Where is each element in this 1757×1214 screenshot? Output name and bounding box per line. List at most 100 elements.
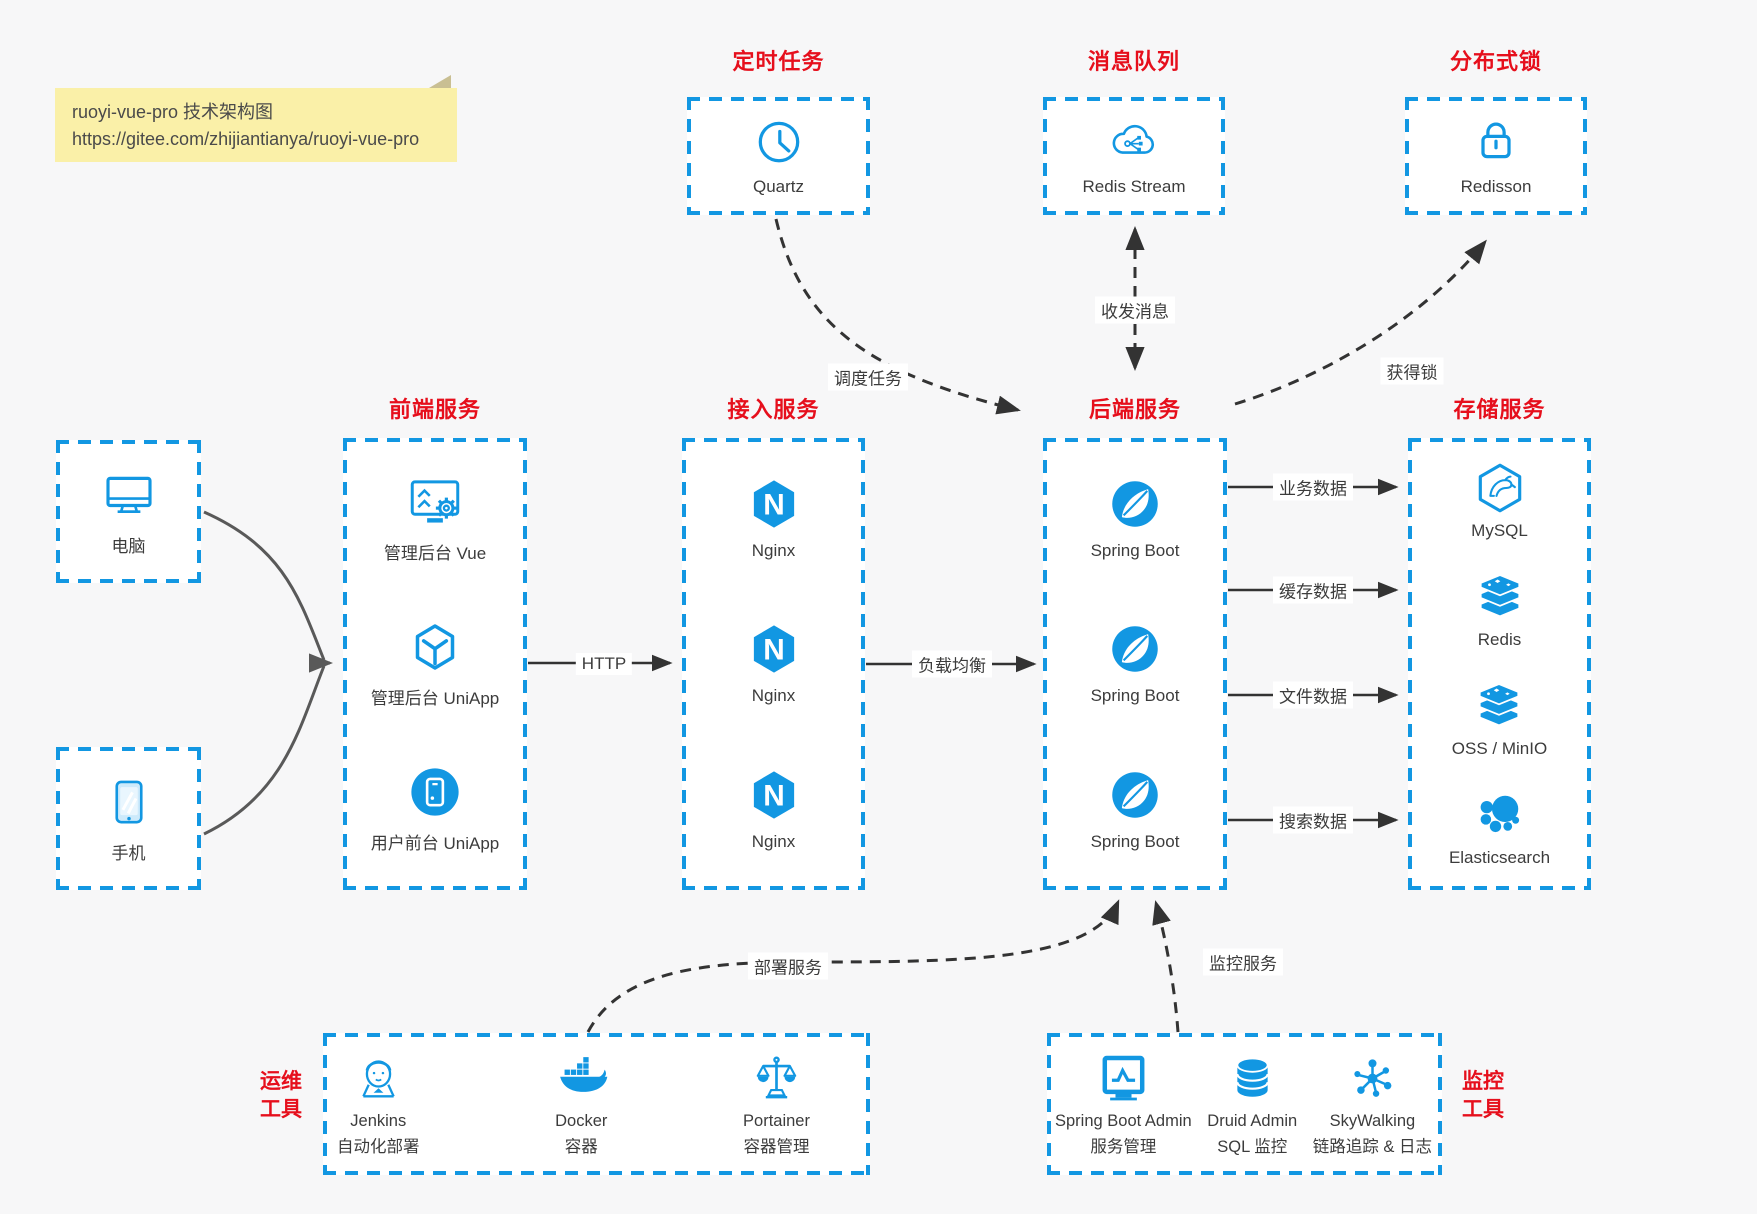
uniapp-cube-icon	[415, 624, 455, 670]
node-admin-vue: 管理后台 Vue	[384, 474, 486, 564]
admin-vue-icon	[410, 480, 460, 523]
node-label: Nginx	[751, 831, 796, 851]
edge-monitor-service	[1152, 900, 1180, 1033]
node-label: Quartz	[752, 176, 805, 196]
monitor-title-line1: 监控	[1462, 1070, 1504, 1093]
node-pc: 电脑	[101, 467, 157, 557]
group-box-backend: Spring Boot Spring Boot Spring Boot	[1043, 438, 1227, 890]
device-label: 手机	[111, 843, 146, 863]
svg-text:N: N	[763, 634, 785, 667]
edge-label-cache-data: 缓存数据	[1273, 576, 1353, 604]
node-label: Docker	[555, 1112, 608, 1131]
node-label: Portainer	[743, 1112, 810, 1131]
svg-text:N: N	[763, 489, 785, 522]
node-label: Jenkins	[350, 1112, 407, 1131]
node-label: Redis	[1477, 630, 1522, 649]
node-oss-minio: OSS / MinIO	[1452, 678, 1547, 759]
node-label: Spring Boot	[1090, 541, 1180, 561]
edge-label-schedule-job: 调度任务	[828, 363, 908, 391]
node-elasticsearch: Elasticsearch	[1449, 787, 1550, 868]
group-title-backend: 后端服务	[1088, 397, 1181, 422]
node-sublabel: 容器管理	[743, 1137, 810, 1156]
spring-boot-icon	[1112, 626, 1158, 673]
node-label: Nginx	[751, 686, 796, 706]
nginx-icon: N	[753, 771, 794, 819]
group-title-storage: 存储服务	[1453, 397, 1546, 422]
user-app-icon	[411, 768, 459, 816]
edge-label-send-receive-msg: 收发消息	[1095, 296, 1175, 324]
cloud-share-icon	[1112, 124, 1154, 154]
node-label: Nginx	[751, 541, 796, 561]
svg-text:N: N	[763, 779, 785, 812]
nginx-icon: N	[753, 480, 794, 528]
node-spring-boot-3: Spring Boot	[1090, 767, 1180, 852]
node-label: MySQL	[1471, 521, 1528, 540]
node-sublabel: SQL 监控	[1217, 1137, 1288, 1156]
jenkins-icon	[362, 1060, 395, 1098]
spring-boot-admin-icon	[1102, 1056, 1145, 1101]
group-box-monitor-tools: Spring Boot Admin 服务管理 Druid Admin SQL 监…	[1047, 1033, 1442, 1175]
node-label: Redisson	[1460, 176, 1532, 196]
elasticsearch-icon	[1481, 795, 1520, 833]
node-label: Redis Stream	[1082, 176, 1186, 196]
spring-boot-icon	[1112, 481, 1158, 527]
node-portainer: Portainer 容器管理	[743, 1050, 810, 1158]
node-spring-boot-2: Spring Boot	[1091, 621, 1179, 706]
lock-icon	[1481, 122, 1511, 158]
group-title-scheduled-task: 定时任务	[732, 49, 825, 74]
node-label: 管理后台 UniApp	[370, 688, 500, 708]
node-label: Druid Admin	[1207, 1112, 1298, 1131]
group-box-distributed-lock: Redisson	[1405, 97, 1587, 215]
node-skywalking: SkyWalking 链路追踪 & 日志	[1313, 1050, 1432, 1158]
group-title-message-queue: 消息队列	[1087, 49, 1180, 74]
ops-title-line1: 运维	[260, 1070, 302, 1093]
edge-label-monitor-service: 监控服务	[1203, 948, 1283, 976]
monitor-title-line2: 工具	[1462, 1098, 1504, 1122]
note-title: ruoyi-vue-pro 技术架构图	[72, 102, 274, 122]
edge-label-search-data: 搜索数据	[1273, 806, 1353, 834]
group-box-frontend: 管理后台 Vue 管理后台 UniApp 用户前台 UniApp	[343, 438, 527, 890]
node-redisson: Redisson	[1460, 116, 1532, 197]
edge-label-business-data: 业务数据	[1273, 473, 1353, 501]
edge-phone-to-frontend	[203, 665, 326, 836]
skywalking-icon	[1354, 1059, 1392, 1098]
edge-deploy-service	[586, 899, 1120, 1033]
edge-pc-to-frontend	[203, 510, 326, 661]
node-label: Spring Boot	[1090, 831, 1180, 851]
group-box-storage: MySQL Redis	[1408, 438, 1591, 890]
node-spring-boot-1: Spring Boot	[1090, 476, 1180, 561]
oss-icon	[1479, 683, 1520, 727]
edge-acquire-lock	[1234, 239, 1487, 406]
node-mysql: MySQL	[1471, 460, 1528, 541]
desktop-icon	[105, 476, 152, 513]
node-nginx-2: N Nginx	[746, 621, 802, 706]
node-label: 管理后台 Vue	[383, 543, 487, 563]
node-docker: Docker 容器	[553, 1050, 610, 1158]
redis-icon	[1479, 574, 1520, 618]
group-box-scheduled-task: Quartz	[687, 97, 870, 215]
clock-icon	[758, 121, 799, 162]
group-title-ops-tools: 运维 工具	[246, 1068, 316, 1125]
edge-label-file-data: 文件数据	[1273, 681, 1353, 709]
group-box-message-queue: Redis Stream	[1043, 97, 1225, 215]
node-phone: 手机	[101, 774, 157, 864]
node-sublabel: 链路追踪 & 日志	[1312, 1137, 1432, 1156]
sticky-note: ruoyi-vue-pro 技术架构图 https://gitee.com/zh…	[55, 75, 457, 162]
group-title-frontend: 前端服务	[388, 397, 481, 422]
node-redis-stream: Redis Stream	[1082, 116, 1186, 197]
group-title-gateway: 接入服务	[727, 397, 820, 422]
group-title-monitor-tools: 监控 工具	[1448, 1068, 1518, 1125]
node-user-uniapp: 用户前台 UniApp	[371, 764, 499, 854]
spring-boot-icon	[1112, 772, 1158, 818]
node-sublabel: 自动化部署	[337, 1137, 420, 1156]
device-box-pc: 电脑	[56, 440, 201, 583]
edge-label-acquire-lock: 获得锁	[1380, 357, 1444, 385]
edge-label-load-balance: 负载均衡	[912, 650, 992, 678]
node-admin-uniapp: 管理后台 UniApp	[371, 619, 499, 709]
node-label: SkyWalking	[1329, 1112, 1416, 1131]
node-jenkins: Jenkins 自动化部署	[337, 1050, 420, 1158]
portainer-icon	[756, 1056, 797, 1099]
node-label: OSS / MinIO	[1451, 739, 1548, 758]
mysql-icon	[1478, 463, 1521, 513]
group-box-gateway: N Nginx N Nginx N Nginx	[682, 438, 865, 890]
